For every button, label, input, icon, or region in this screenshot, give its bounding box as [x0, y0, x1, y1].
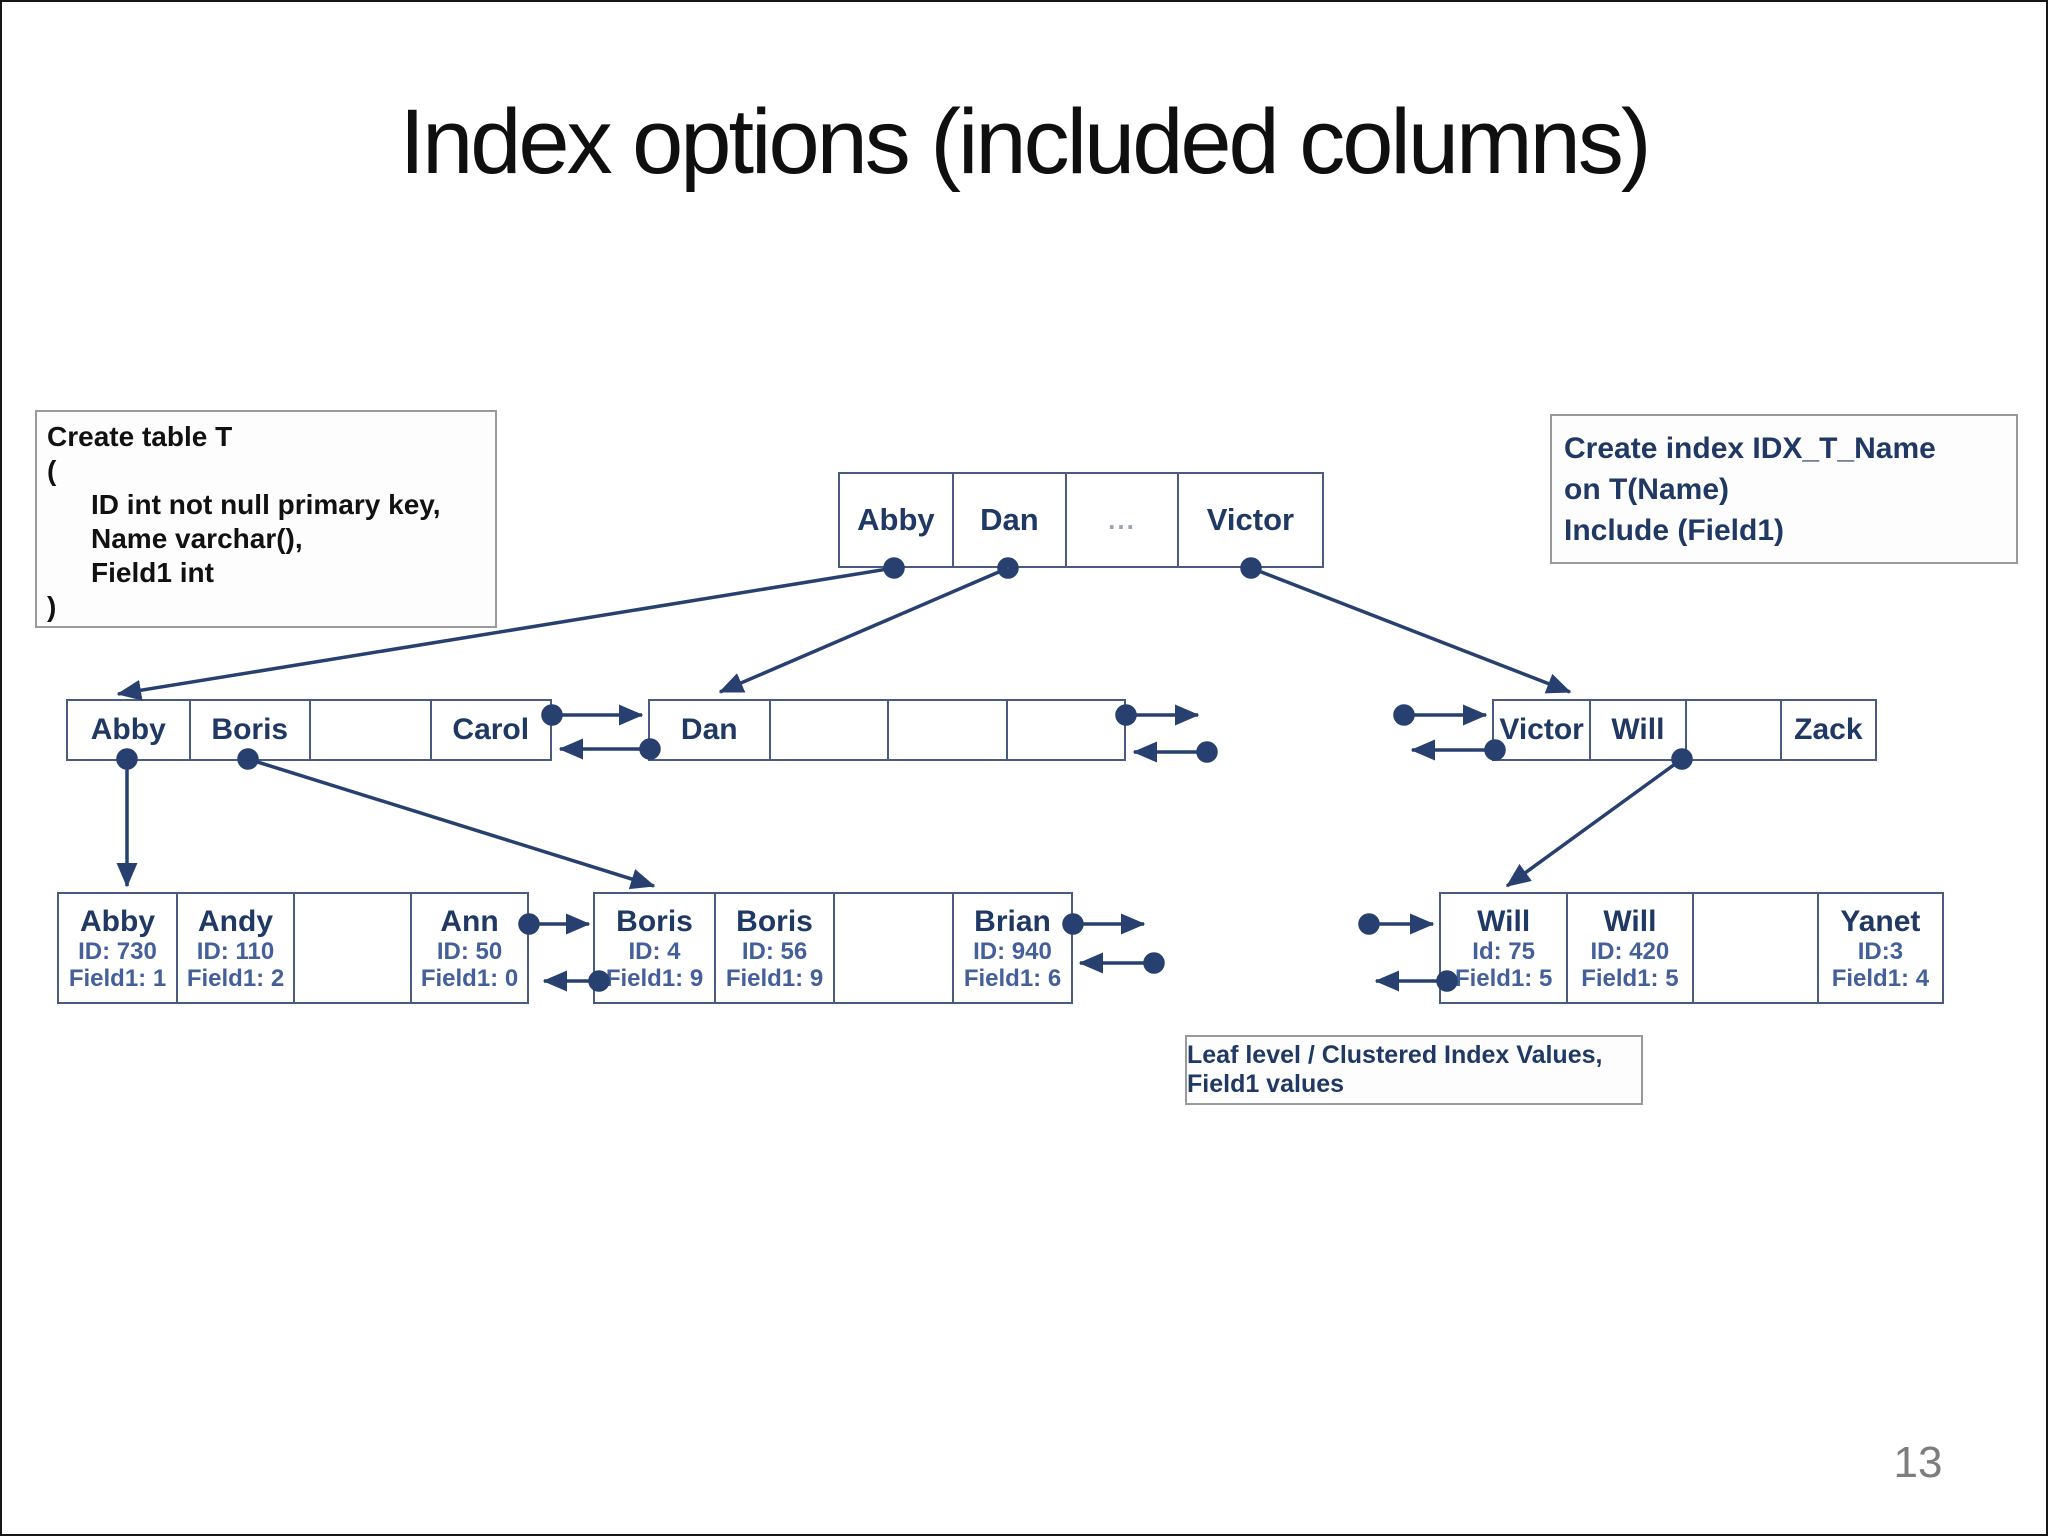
leaf-cell: Abby ID: 730 Field1: 1: [59, 894, 176, 1002]
pointer-dot: [1358, 913, 1380, 935]
key-label: Zack: [1794, 713, 1863, 746]
leaf-cell: Will Id: 75 Field1: 5: [1441, 894, 1566, 1002]
leaf-field1: Field1: 5: [1454, 964, 1553, 992]
code-line: Field1 int: [91, 557, 214, 588]
node-cell: [1005, 701, 1125, 759]
leaf-cell: [1691, 894, 1817, 1002]
pointer-dot: [1143, 952, 1165, 974]
code-line: Include (Field1): [1564, 514, 1785, 547]
btree-leaf-node-left: Abby ID: 730 Field1: 1 Andy ID: 110 Fiel…: [57, 892, 529, 1004]
btree-leaf-node-right: Will Id: 75 Field1: 5 Will ID: 420 Field…: [1439, 892, 1944, 1004]
create-table-code-box: Create table T ( ID int not null primary…: [35, 410, 497, 628]
leaf-id: Id: 75: [1472, 937, 1535, 965]
key-label: Victor: [1499, 713, 1584, 746]
key-label: Victor: [1206, 502, 1295, 537]
pointer-dot: [1393, 704, 1415, 726]
leaf-field1: Field1: 6: [963, 964, 1062, 992]
leaf-name: Boris: [736, 904, 813, 938]
key-label: Carol: [452, 713, 530, 746]
leaf-name: Andy: [198, 904, 273, 938]
node-cell: [1684, 701, 1780, 759]
leaf-name: Abby: [80, 904, 155, 938]
leaf-id: ID: 110: [196, 937, 275, 965]
node-cell: [309, 701, 430, 759]
leaf-field1: Field1: 0: [420, 964, 519, 992]
leaf-cell: Andy ID: 110 Field1: 2: [176, 894, 293, 1002]
leaf-id: ID:3: [1857, 937, 1904, 965]
node-cell: [887, 701, 1006, 759]
page-number: 13: [1893, 1438, 1943, 1487]
leaf-id: ID: 56: [741, 937, 808, 965]
create-index-code-box: Create index IDX_T_Name on T(Name) Inclu…: [1550, 414, 2018, 564]
leaf-cell: Will ID: 420 Field1: 5: [1566, 894, 1691, 1002]
ellipsis-label: ...: [1108, 504, 1136, 535]
leaf-id: ID: 50: [436, 937, 503, 965]
leaf-name: Will: [1477, 904, 1531, 938]
leaf-field1: Field1: 9: [605, 964, 704, 992]
node-cell: Dan: [951, 474, 1065, 566]
leaf-field1: Field1: 5: [1581, 964, 1679, 992]
leaf-name: Yanet: [1840, 904, 1921, 938]
pointer-dot: [1196, 741, 1218, 763]
btree-leaf-node-center: Boris ID: 4 Field1: 9 Boris ID: 56 Field…: [593, 892, 1073, 1004]
caption-text: Leaf level / Clustered Index Values, Fie…: [1187, 1041, 1603, 1098]
code-line: on T(Name): [1564, 473, 1729, 506]
slide-title: Index options (included columns): [399, 91, 1652, 193]
leaf-level-caption-box: Leaf level / Clustered Index Values, Fie…: [1185, 1035, 1643, 1105]
leaf-field1: Field1: 4: [1831, 964, 1930, 992]
code-line: Create table T: [47, 421, 233, 452]
leaf-name: Ann: [440, 904, 499, 938]
key-label: Dan: [680, 713, 738, 746]
code-line: ): [47, 591, 57, 622]
key-label: Abby: [90, 713, 166, 746]
leaf-id: ID: 420: [1590, 937, 1670, 965]
edge-root-dan-to-mid-center: [718, 566, 1009, 694]
edge-mid-will-to-leaf-right: [1505, 757, 1684, 888]
edge-root-victor-to-mid-right: [1250, 566, 1572, 694]
node-cell: Dan: [650, 701, 769, 759]
leaf-cell: Ann ID: 50 Field1: 0: [410, 894, 527, 1002]
leaf-cell: [833, 894, 952, 1002]
leaf-field1: Field1: 1: [68, 964, 167, 992]
node-cell: [768, 701, 888, 759]
btree-intermediate-node-left: Abby Boris Carol: [66, 699, 552, 761]
leaf-name: Will: [1603, 904, 1657, 938]
node-cell: Will: [1589, 701, 1684, 759]
leaf-id: ID: 4: [628, 937, 681, 965]
leaf-field1: Field1: 2: [186, 964, 285, 992]
leaf-field1: Field1: 9: [725, 964, 824, 992]
code-line: Create index IDX_T_Name: [1564, 432, 1936, 465]
node-cell: Carol: [429, 701, 551, 759]
node-cell: Boris: [188, 701, 310, 759]
code-line: Name varchar(),: [91, 523, 303, 554]
node-cell: Zack: [1779, 701, 1875, 759]
node-cell: ...: [1065, 474, 1177, 566]
key-label: Boris: [211, 713, 289, 746]
node-cell: Abby: [68, 701, 189, 759]
leaf-cell: Yanet ID:3 Field1: 4: [1816, 894, 1942, 1002]
edge-mid-boris-to-leaf-center: [247, 757, 656, 890]
leaf-cell: Boris ID: 56 Field1: 9: [714, 894, 833, 1002]
node-cell: Victor: [1176, 474, 1322, 566]
leaf-cell: [293, 894, 410, 1002]
btree-root-node: Abby Dan ... Victor: [838, 472, 1324, 568]
leaf-id: ID: 940: [973, 937, 1052, 965]
key-label: Abby: [857, 502, 935, 537]
node-cell: Abby: [840, 474, 952, 566]
node-cell: Victor: [1494, 701, 1589, 759]
key-label: Dan: [980, 502, 1039, 537]
code-line: ID int not null primary key,: [91, 489, 441, 520]
code-line: (: [47, 455, 57, 486]
leaf-cell: Boris ID: 4 Field1: 9: [595, 894, 714, 1002]
leaf-name: Boris: [616, 904, 693, 938]
btree-intermediate-node-right: Victor Will Zack: [1492, 699, 1877, 761]
leaf-cell: Brian ID: 940 Field1: 6: [952, 894, 1071, 1002]
leaf-id: ID: 730: [78, 937, 157, 965]
btree-intermediate-node-center: Dan: [648, 699, 1126, 761]
key-label: Will: [1611, 713, 1665, 746]
leaf-name: Brian: [974, 904, 1051, 938]
